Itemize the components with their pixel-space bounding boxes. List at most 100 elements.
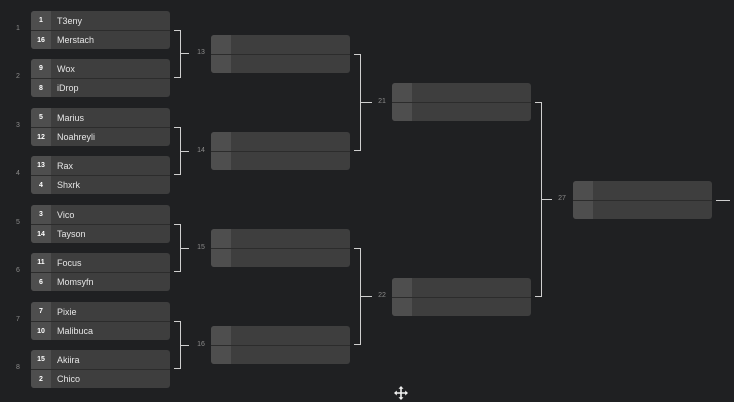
player-slot[interactable]: 15 Akiira — [31, 350, 170, 369]
bracket-line — [181, 345, 189, 346]
seed-badge — [573, 181, 593, 200]
match-16[interactable] — [211, 326, 350, 364]
player-slot[interactable] — [211, 132, 350, 151]
player-name: Malibuca — [57, 326, 94, 336]
player-slot[interactable]: 8 iDrop — [31, 78, 170, 97]
player-name: Marius — [57, 112, 85, 123]
player-slot[interactable] — [211, 345, 350, 364]
player-slot[interactable]: 13 Rax — [31, 156, 170, 175]
bracket-line — [181, 151, 189, 152]
match-number: 1 — [16, 25, 20, 32]
seed-badge — [211, 35, 231, 54]
player-name: Akiira — [57, 354, 80, 365]
player-slot[interactable]: 9 Wox — [31, 59, 170, 78]
match-1[interactable]: 1 T3eny 16 Merstach — [31, 11, 170, 49]
player-slot[interactable] — [211, 326, 350, 345]
move-icon[interactable] — [393, 385, 409, 401]
player-name: Shxrk — [57, 180, 81, 190]
match-15[interactable] — [211, 229, 350, 267]
match-number: 21 — [378, 98, 386, 105]
player-slot[interactable]: 7 Pixie — [31, 302, 170, 321]
match-number: 2 — [16, 73, 20, 80]
seed-badge: 1 — [31, 11, 51, 30]
match-number: 4 — [16, 170, 20, 177]
match-8[interactable]: 15 Akiira 2 Chico — [31, 350, 170, 388]
match-2[interactable]: 9 Wox 8 iDrop — [31, 59, 170, 97]
player-slot[interactable] — [573, 200, 712, 219]
seed-badge: 11 — [31, 253, 51, 272]
match-27[interactable] — [573, 181, 712, 219]
player-slot[interactable]: 2 Chico — [31, 369, 170, 388]
match-13[interactable] — [211, 35, 350, 73]
match-number: 7 — [16, 316, 20, 323]
player-name: Focus — [57, 257, 82, 268]
seed-badge: 5 — [31, 108, 51, 127]
bracket-line — [181, 53, 189, 54]
player-slot[interactable] — [392, 83, 531, 102]
player-name: Tayson — [57, 229, 86, 239]
seed-badge: 2 — [31, 370, 51, 388]
player-name: Merstach — [57, 35, 95, 45]
player-slot[interactable]: 1 T3eny — [31, 11, 170, 30]
player-name: Noahreyli — [57, 132, 96, 142]
player-slot[interactable] — [392, 102, 531, 121]
player-name: Chico — [57, 374, 81, 384]
match-4[interactable]: 13 Rax 4 Shxrk — [31, 156, 170, 194]
bracket-connector — [354, 248, 361, 345]
player-slot[interactable] — [211, 151, 350, 170]
player-name: Vico — [57, 209, 75, 220]
player-slot[interactable]: 5 Marius — [31, 108, 170, 127]
match-number: 15 — [197, 244, 205, 251]
bracket-connector — [174, 224, 181, 272]
seed-badge — [211, 55, 231, 73]
seed-badge: 16 — [31, 31, 51, 49]
seed-badge: 7 — [31, 302, 51, 321]
bracket-line — [361, 296, 372, 297]
player-slot[interactable]: 6 Momsyfn — [31, 272, 170, 291]
match-5[interactable]: 3 Vico 14 Tayson — [31, 205, 170, 243]
seed-badge: 9 — [31, 59, 51, 78]
player-slot[interactable]: 14 Tayson — [31, 224, 170, 243]
match-number: 16 — [197, 341, 205, 348]
match-number: 8 — [16, 364, 20, 371]
match-7[interactable]: 7 Pixie 10 Malibuca — [31, 302, 170, 340]
player-slot[interactable]: 16 Merstach — [31, 30, 170, 49]
seed-badge — [573, 201, 593, 219]
player-slot[interactable] — [211, 248, 350, 267]
bracket-connector — [174, 321, 181, 369]
player-name: Momsyfn — [57, 277, 94, 287]
seed-badge: 10 — [31, 322, 51, 340]
player-slot[interactable] — [211, 229, 350, 248]
player-slot[interactable]: 3 Vico — [31, 205, 170, 224]
player-slot[interactable] — [573, 181, 712, 200]
player-slot[interactable] — [392, 297, 531, 316]
player-slot[interactable] — [392, 278, 531, 297]
player-slot[interactable]: 10 Malibuca — [31, 321, 170, 340]
player-name: T3eny — [57, 15, 83, 26]
match-number: 6 — [16, 267, 20, 274]
seed-badge — [392, 298, 412, 316]
player-slot[interactable]: 4 Shxrk — [31, 175, 170, 194]
player-slot[interactable] — [211, 54, 350, 73]
match-6[interactable]: 11 Focus 6 Momsyfn — [31, 253, 170, 291]
seed-badge: 4 — [31, 176, 51, 194]
player-slot[interactable]: 12 Noahreyli — [31, 127, 170, 146]
match-14[interactable] — [211, 132, 350, 170]
bracket-line — [361, 102, 372, 103]
player-slot[interactable]: 11 Focus — [31, 253, 170, 272]
player-slot[interactable] — [211, 35, 350, 54]
match-3[interactable]: 5 Marius 12 Noahreyli — [31, 108, 170, 146]
player-name: Pixie — [57, 306, 77, 317]
seed-badge: 14 — [31, 225, 51, 243]
seed-badge: 8 — [31, 79, 51, 97]
match-21[interactable] — [392, 83, 531, 121]
match-22[interactable] — [392, 278, 531, 316]
seed-badge: 12 — [31, 128, 51, 146]
bracket-line — [181, 248, 189, 249]
match-number: 14 — [197, 147, 205, 154]
seed-badge — [392, 103, 412, 121]
seed-badge: 6 — [31, 273, 51, 291]
match-number: 22 — [378, 292, 386, 299]
seed-badge — [211, 229, 231, 248]
seed-badge: 3 — [31, 205, 51, 224]
